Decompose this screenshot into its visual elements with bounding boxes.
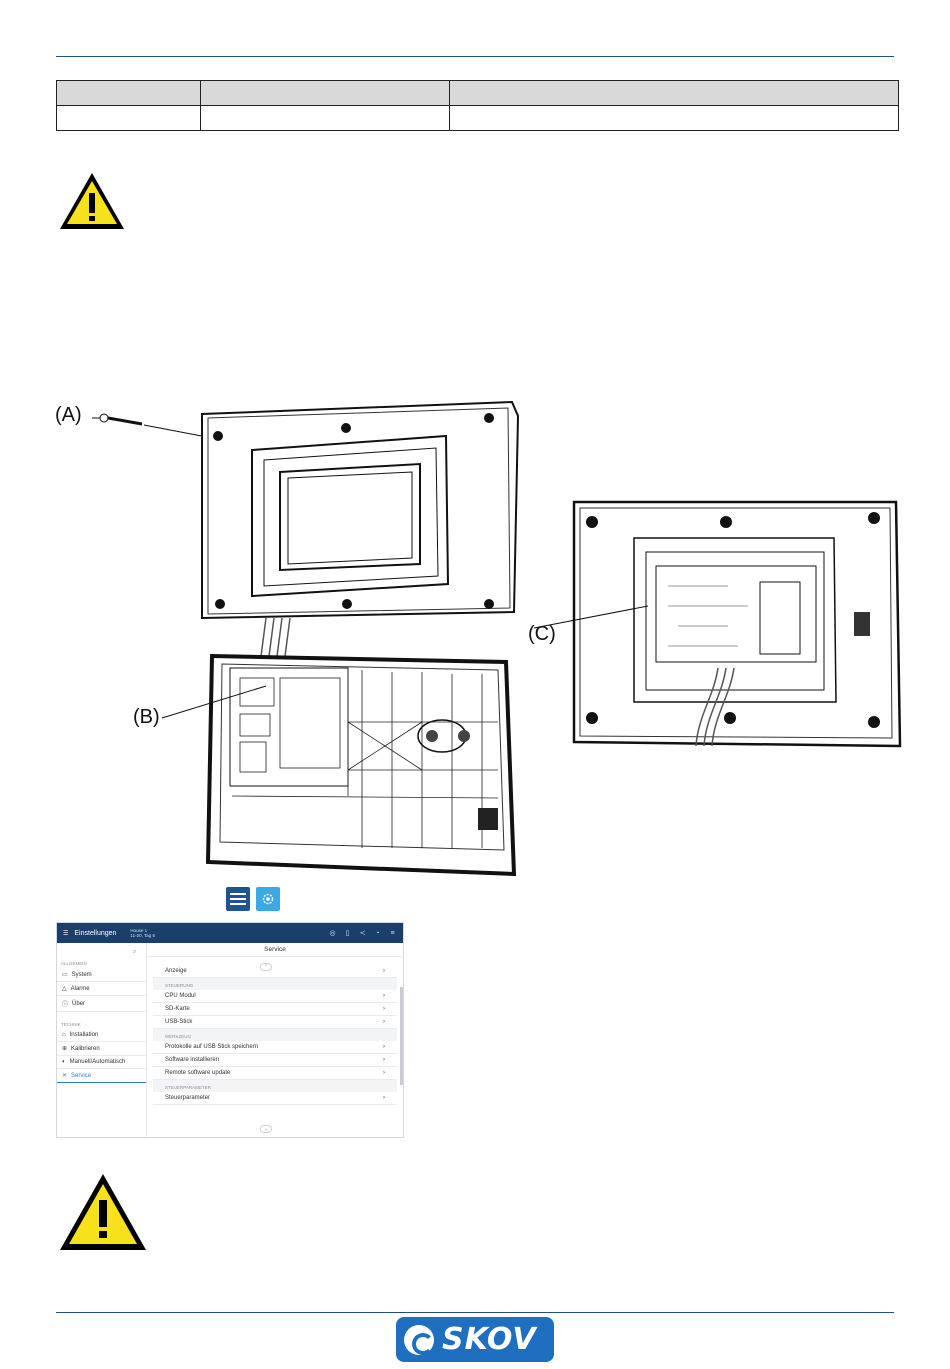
menu-item-install-software[interactable]: Software installieren› [153,1054,397,1067]
rear-panel-drawing [533,500,902,748]
scroll-down-button[interactable]: ⌄ [260,1125,272,1133]
scrollbar[interactable] [400,987,403,1085]
callout-b: (B) [133,706,160,728]
sidebar-item-system[interactable]: ▭System [57,968,146,982]
callout-a: (A) [55,404,82,426]
header-table [56,80,899,131]
status-icon[interactable]: ◎ [329,930,336,937]
menu-item-cpu[interactable]: CPU Modul› [153,990,397,1003]
callout-c: (C) [528,623,556,645]
toolbar-icons [226,887,280,911]
sidebar-item-manual-auto[interactable]: ◐Manuell/Automatisch [57,1056,146,1069]
service-panel: Service ⌃ Anzeige› STEUERUNG CPU Modul› … [147,943,403,1137]
service-menu-screenshot: ☰ Einstellungen House 1 11-20, Tag 6 ◎ ▯… [56,922,404,1138]
skov-logo: SKOV [396,1317,554,1362]
menu-item-display[interactable]: Anzeige› [153,965,397,978]
panel-title: Service [147,943,403,957]
menu-item-remote-update[interactable]: Remote software update› [153,1067,397,1080]
menu-item-usb[interactable]: USB-Stick› [153,1016,397,1029]
menu-item-save-protocols[interactable]: Protokolle auf USB Stick speichern› [153,1041,397,1054]
warning-triangle-icon [60,1174,146,1250]
header-rule [56,56,894,57]
scroll-up-button[interactable]: ⌃ [260,963,272,971]
skov-logo-text: SKOV [442,1322,537,1357]
sidebar-item-installation[interactable]: ⌂Installation [57,1029,146,1042]
footer-rule [56,1312,894,1313]
sidebar-item-calibrate[interactable]: ⊕Kalibrieren [57,1042,146,1056]
document-icon[interactable]: ▯ [345,930,350,937]
more-menu-icon[interactable]: ≡ [390,929,395,937]
hamburger-menu-icon [226,887,250,911]
menu-item-control-params[interactable]: Steuerparameter› [153,1092,397,1105]
menu-icon[interactable]: ☰ [63,930,69,937]
share-icon[interactable]: ≺ [359,930,366,937]
exploded-front-panel-drawing [92,400,520,877]
sidebar-item-service[interactable]: ✕Service [57,1069,146,1083]
bell-icon[interactable]: ◔ [375,929,380,937]
app-title: Einstellungen [74,929,117,937]
screenshot-title-bar: ☰ Einstellungen House 1 11-20, Tag 6 ◎ ▯… [57,923,403,943]
skov-logo-mark [404,1324,434,1355]
gear-icon [256,887,280,911]
house-info: House 1 11-20, Tag 6 [130,928,156,938]
warning-triangle-icon [60,173,124,229]
search-icon[interactable]: ⌕ [133,949,137,955]
menu-item-sd-card[interactable]: SD-Karte› [153,1003,397,1016]
sidebar-item-alarms[interactable]: △Alarme [57,982,146,996]
